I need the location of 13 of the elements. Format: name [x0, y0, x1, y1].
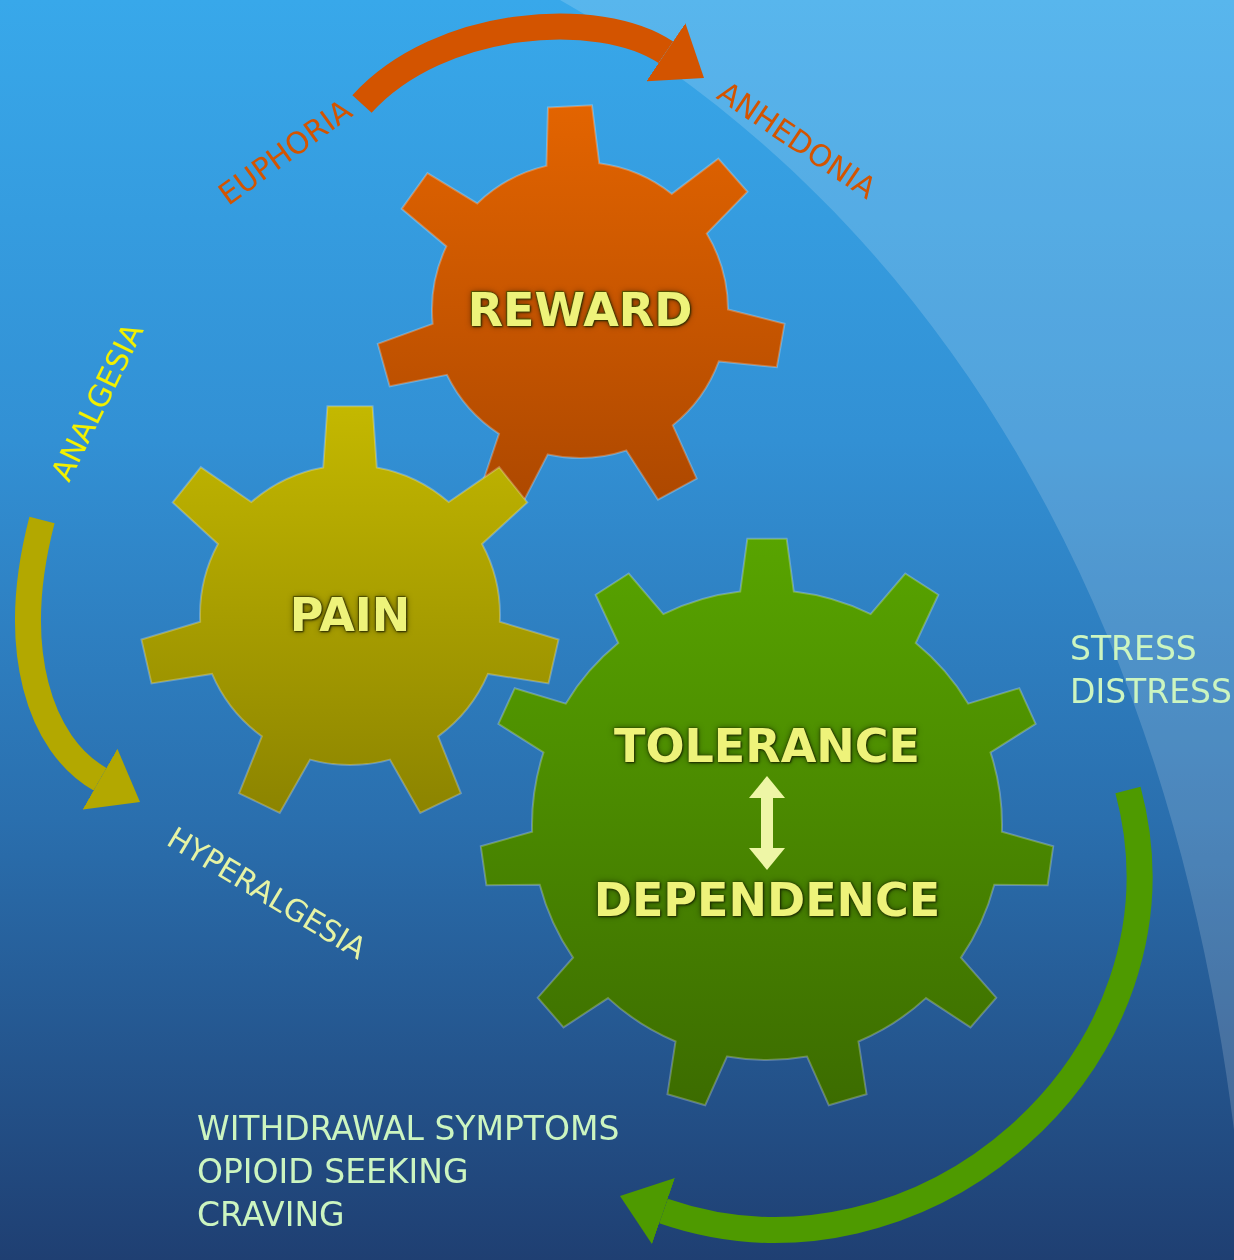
gear-label: TOLERANCE — [614, 719, 920, 773]
gear-label: REWARD — [467, 283, 693, 337]
curved-arrow — [618, 787, 1152, 1246]
effect-text: CRAVING — [197, 1193, 346, 1236]
gear-label: PAIN — [289, 588, 411, 642]
curved-arrow — [15, 517, 139, 809]
effect-text: OPIOID SEEKING — [197, 1150, 470, 1193]
double-arrow — [749, 776, 785, 870]
gear-label: DEPENDENCE — [593, 873, 941, 927]
curved-arrow — [353, 13, 707, 114]
effect-text: STRESS — [1070, 628, 1198, 670]
effect-text: WITHDRAWAL SYMPTOMS — [197, 1108, 620, 1150]
effect-text: DISTRESS — [1070, 670, 1232, 713]
